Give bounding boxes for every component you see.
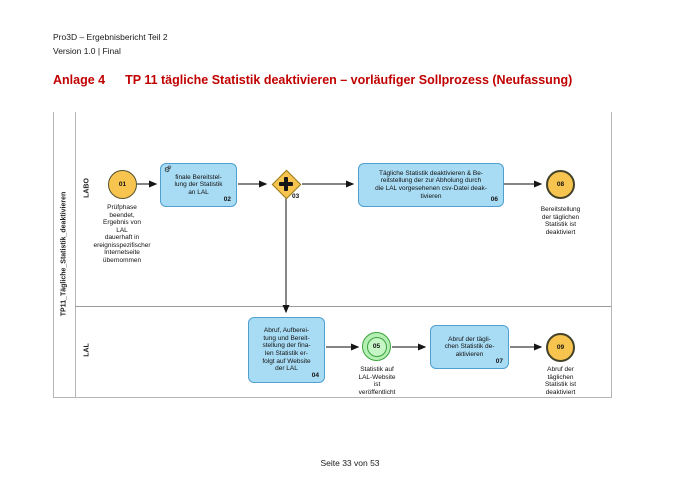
pool-right-border	[611, 112, 612, 397]
service-task-gears-icon: ⚙⚙	[164, 165, 172, 174]
parallel-gateway-plus-icon	[284, 177, 288, 191]
parallel-gateway-03	[271, 169, 301, 199]
end-event-09-label: Abruf der täglichen Statistik ist deakti…	[544, 366, 577, 396]
pool-left-border	[53, 112, 54, 397]
task-number: 04	[311, 372, 319, 380]
end-event-08: 08	[546, 170, 575, 199]
start-event-01: 01	[108, 170, 137, 199]
task-04-text: Abruf, Aufberei- tung und Bereit- stellu…	[262, 327, 311, 373]
task-06-text: Tägliche Statistik deaktivieren & Be- re…	[375, 169, 487, 200]
intermediate-event-05: 05	[362, 332, 391, 361]
task-07: Abruf der tägli- chen Statistik de- akti…	[430, 325, 509, 369]
task-number: 06	[490, 196, 498, 204]
pool-label: TP11_Tägliche_Statistik_deaktivieren	[60, 191, 68, 317]
start-event-01-label: Prüfphase beendet, Ergebnis von LAL daue…	[93, 204, 151, 264]
task-number: 02	[223, 196, 231, 204]
annex-title: TP 11 tägliche Statistik deaktivieren – …	[125, 73, 573, 87]
gateway-number: 03	[292, 193, 300, 200]
pool-label-divider	[75, 112, 76, 397]
event-number: 05	[372, 343, 381, 350]
annex-label: Anlage 4	[53, 73, 106, 87]
lane-divider	[75, 306, 611, 307]
task-04: Abruf, Aufberei- tung und Bereit- stellu…	[248, 317, 325, 383]
task-number: 07	[495, 358, 503, 366]
report-version: Version 1.0 | Final	[53, 46, 121, 56]
task-02: ⚙⚙ finale Bereitstel- lung der Statistik…	[160, 163, 237, 207]
intermediate-event-05-label: Statistik auf LAL-Website ist veröffentl…	[358, 366, 396, 396]
report-title: Pro3D – Ergebnisbericht Teil 2	[53, 32, 168, 42]
intermediate-event-inner-ring: 05	[366, 336, 387, 357]
task-06: Tägliche Statistik deaktivieren & Be- re…	[358, 163, 504, 207]
page-number: Seite 33 von 53	[320, 458, 380, 468]
end-event-09: 09	[546, 333, 575, 362]
lane-label-labo: LABO	[83, 178, 91, 198]
end-event-08-label: Bereitstellung der täglichen Statistik i…	[540, 206, 581, 236]
annex-heading: Anlage 4 TP 11 tägliche Statistik deakti…	[53, 73, 572, 87]
event-number: 01	[118, 181, 127, 188]
event-number: 08	[556, 181, 565, 188]
lane-label-lal: LAL	[83, 343, 91, 357]
event-number: 09	[556, 344, 565, 351]
task-07-text: Abruf der tägli- chen Statistik de- akti…	[444, 335, 495, 358]
task-02-text: finale Bereitstel- lung der Statistik an…	[174, 173, 223, 196]
pool-bottom-border	[53, 397, 612, 398]
